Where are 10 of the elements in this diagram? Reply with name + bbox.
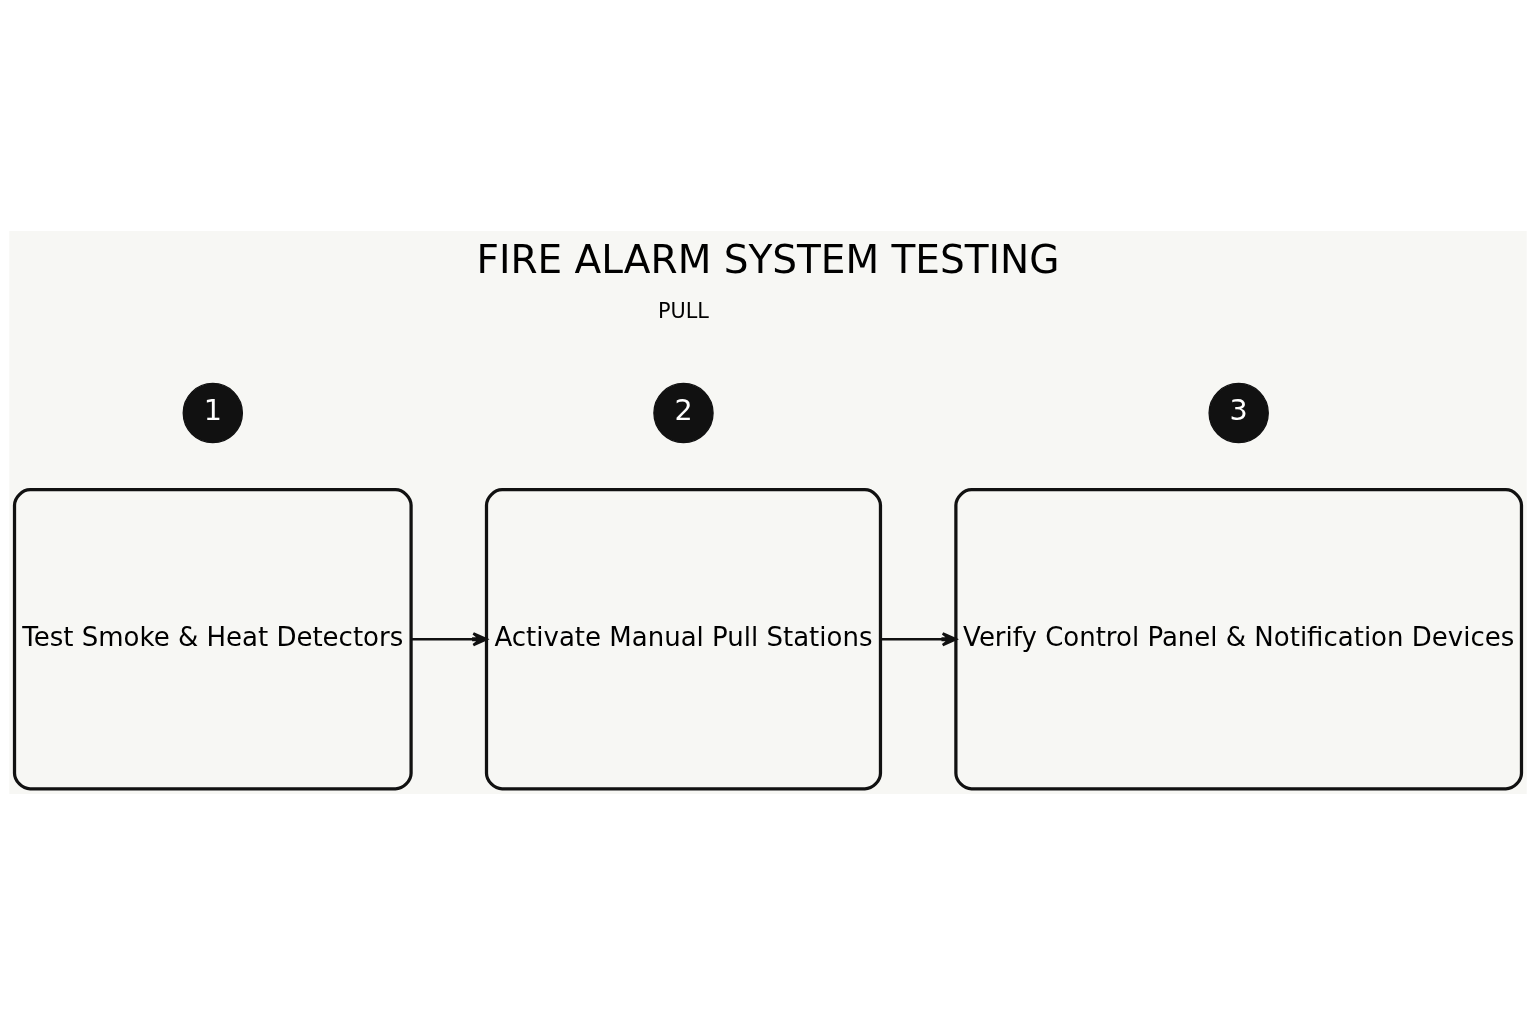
arrow [411, 631, 488, 646]
node-box: Verify Control Panel & Notification Devices [954, 487, 1524, 790]
node-box: Activate Manual Pull Stations [484, 487, 883, 790]
node-box: Test Smoke & Heat Detectors [12, 487, 413, 790]
node-circle: 3 [1208, 382, 1269, 443]
node-circle: 2 [653, 382, 714, 443]
label: PULL [658, 298, 709, 323]
node-circle: 1 [182, 382, 244, 443]
diagram-title: FIRE ALARM SYSTEM TESTING [476, 236, 1060, 282]
arrow [880, 631, 958, 646]
